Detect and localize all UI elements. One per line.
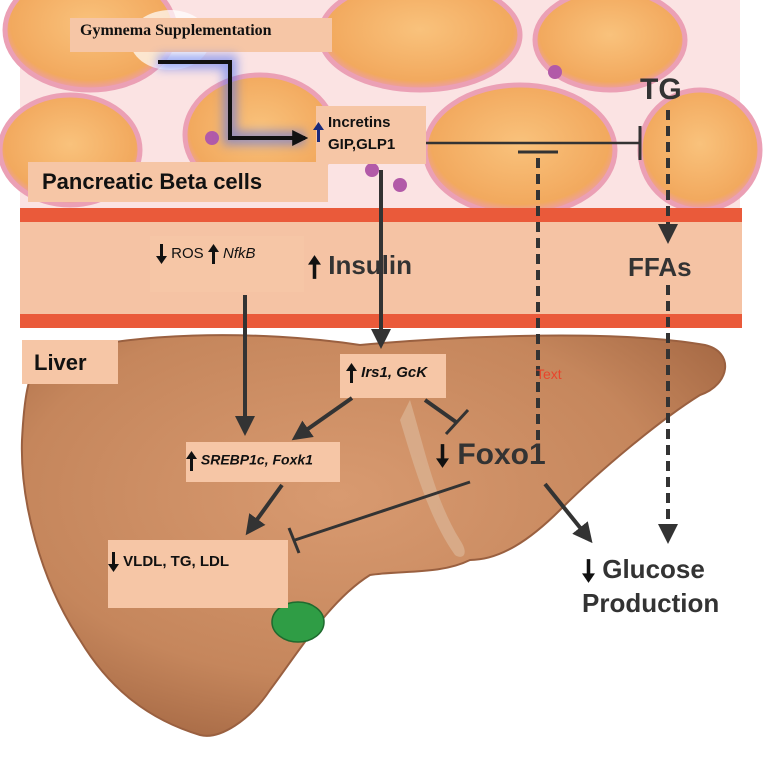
foxo1-to-glucose-arrow: [543, 482, 593, 544]
pancreatic-beta-cells-label: Pancreatic Beta cells: [42, 169, 263, 194]
vldl-tg-ldl-label: VLDL, TG, LDL: [108, 552, 229, 572]
srebp-foxk1-label: SREBP1c, Foxk1: [186, 451, 313, 471]
up-arrow-icon: [308, 255, 321, 279]
down-arrow-icon: [156, 244, 167, 264]
foxo1-inhibit-incretins: [518, 150, 558, 440]
down-arrow-icon: [108, 552, 119, 572]
up-arrow-icon: [313, 122, 324, 142]
label-boxes: [22, 18, 446, 608]
ros-text: ROS: [171, 244, 204, 262]
srebp-to-vldl-arrow: [245, 483, 284, 536]
glucose-production-label: Glucose Production: [582, 554, 720, 618]
text-placeholder-label: Text: [536, 366, 562, 382]
gymnema-label: Gymnema Supplementation: [80, 22, 272, 39]
liver-label: Liver: [34, 350, 87, 375]
foxo1-inhibit-vldl: [287, 480, 471, 554]
down-arrow-icon: [582, 559, 595, 583]
tg-label: TG: [640, 73, 682, 106]
incretins-inhibit-tg: [426, 126, 642, 160]
incretins-label: Incretins GIP,GLP1: [312, 112, 395, 156]
irs1-inhibit-foxo1: [423, 398, 470, 436]
down-arrow-icon: [436, 443, 449, 469]
irs1-to-srebp-arrow: [291, 396, 354, 441]
ffas-label: FFAs: [628, 252, 692, 282]
up-arrow-icon: [346, 363, 357, 383]
up-arrow-icon: [186, 451, 197, 471]
liver-illustration: [20, 334, 726, 737]
gymnema-path: [158, 55, 309, 146]
up-arrow-icon: [207, 244, 219, 264]
nfkb-text: NfkB: [223, 244, 256, 262]
foxo1-label: Foxo1: [436, 438, 546, 472]
irs1-gck-label: Irs1, GcK: [346, 363, 427, 383]
insulin-label: Insulin: [308, 250, 412, 281]
ros-nfkb-label: ROS NfkB: [156, 244, 256, 264]
